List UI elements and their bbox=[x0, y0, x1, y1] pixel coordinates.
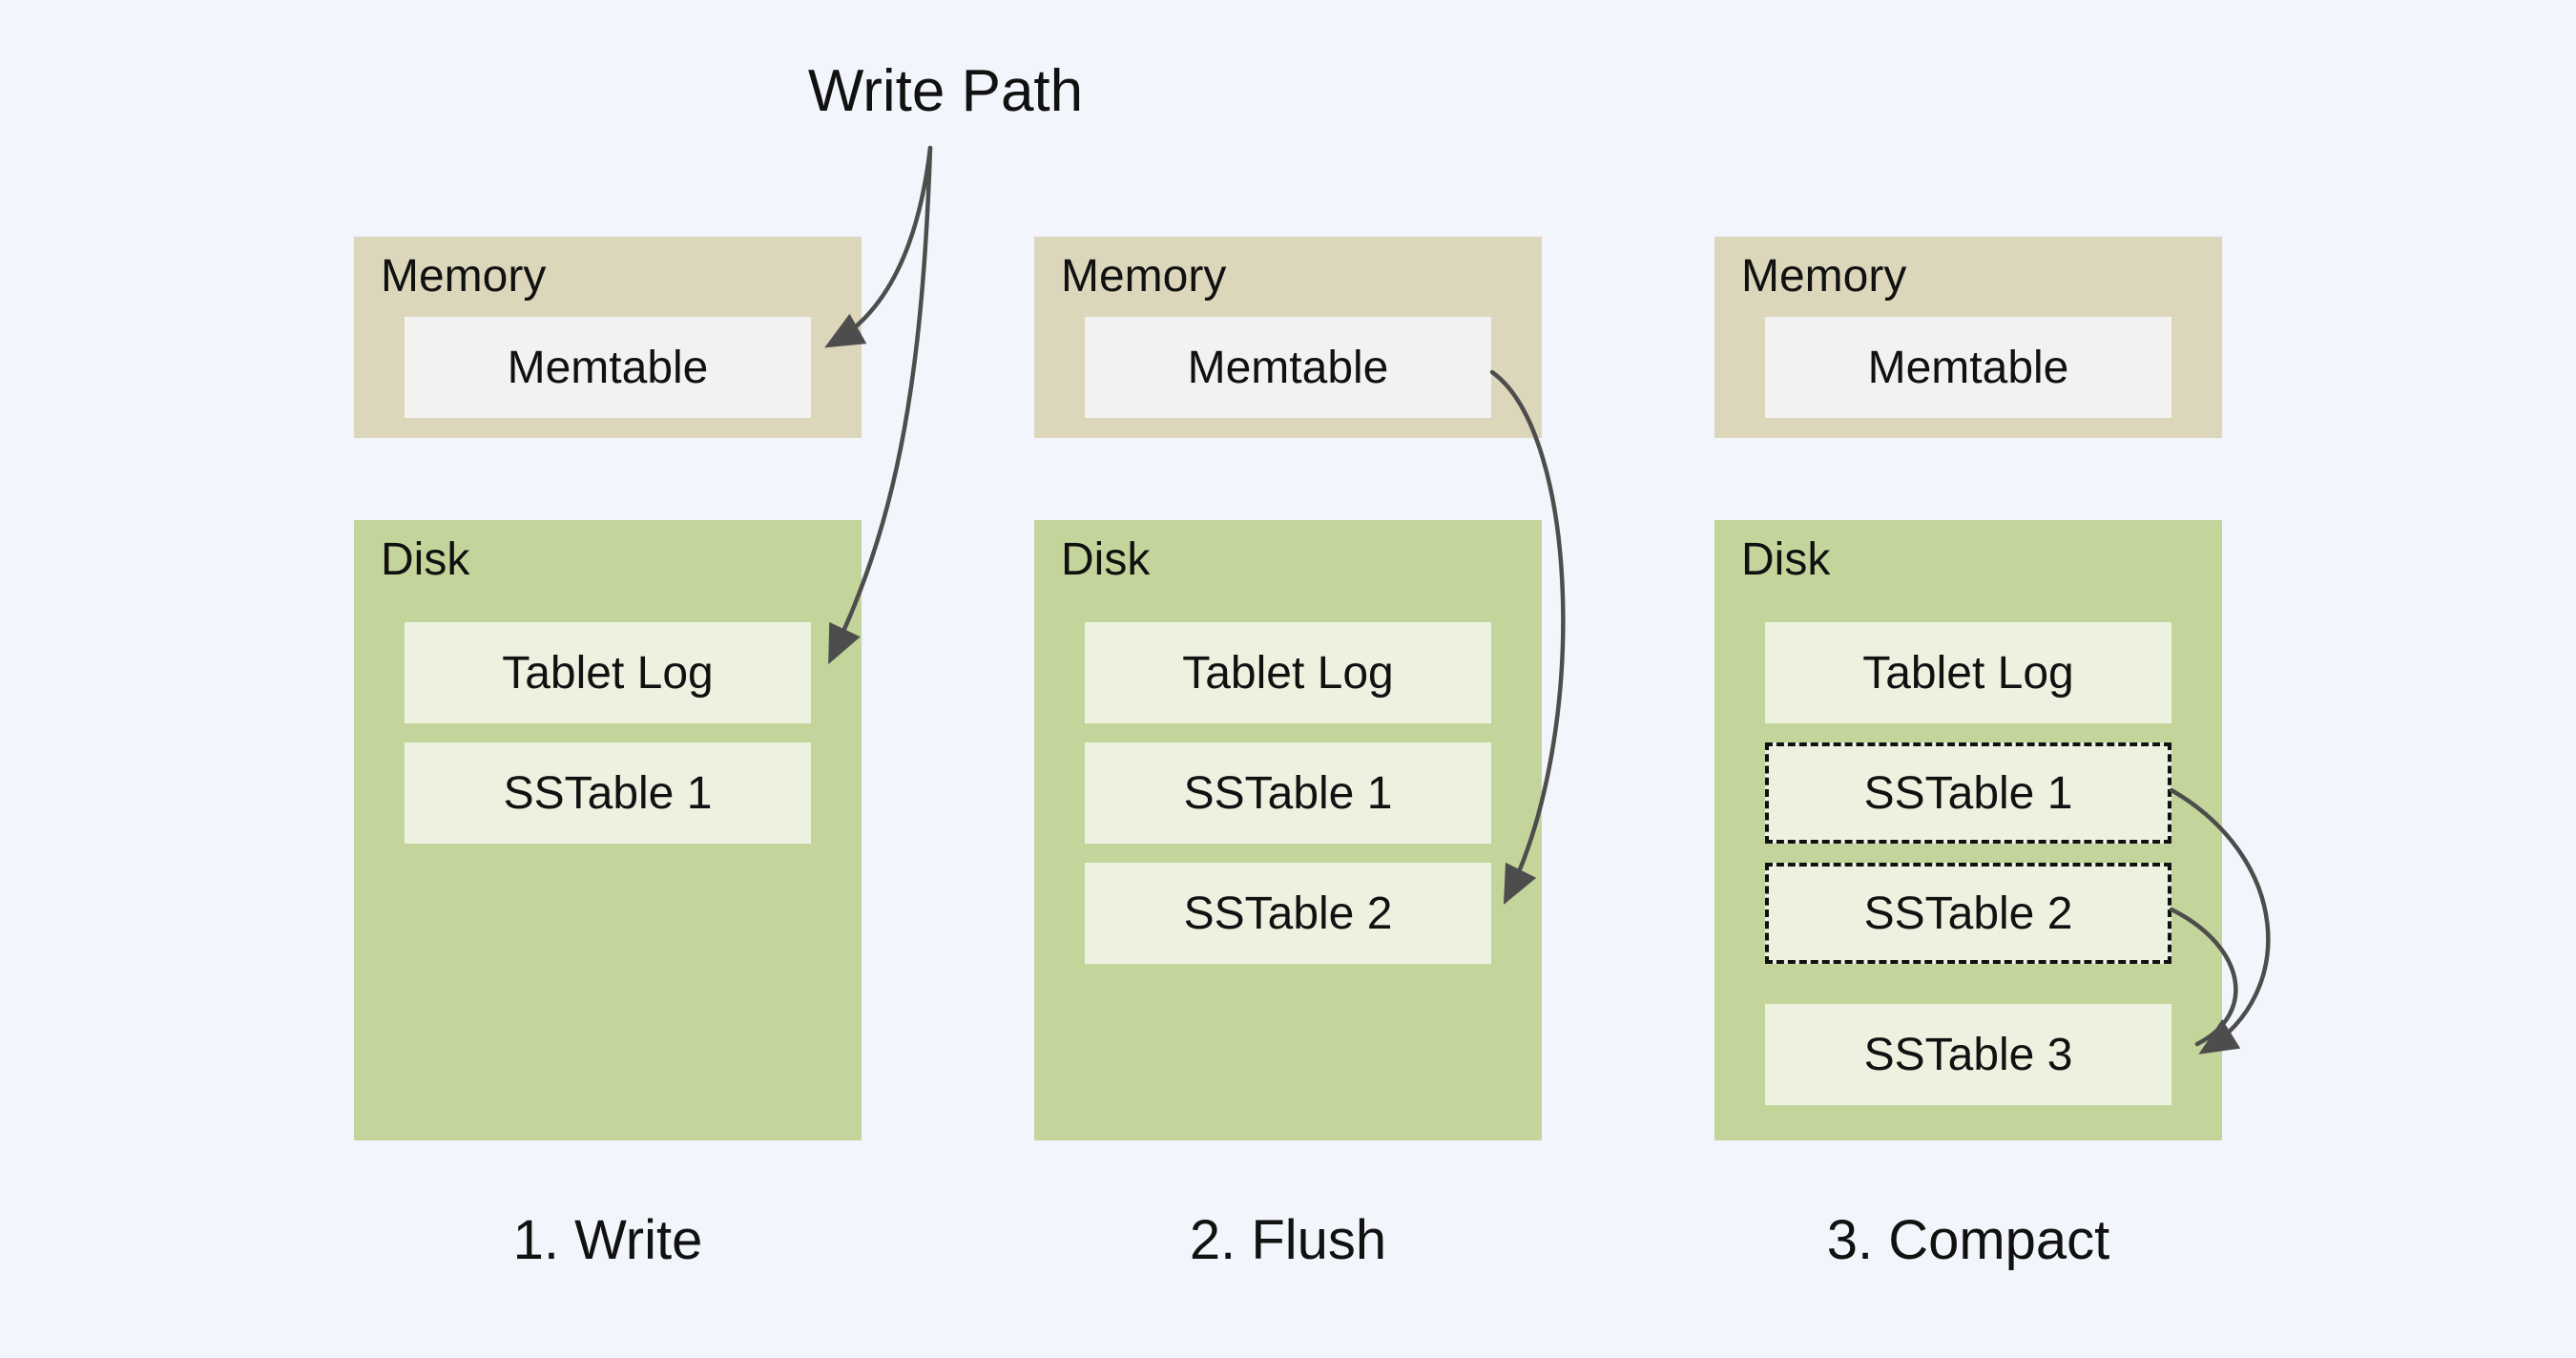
sstable-1-box: SSTable 1 bbox=[1085, 742, 1491, 844]
panel-write: Memory Memtable Disk Tablet Log SSTable … bbox=[354, 0, 862, 1358]
memtable-box: Memtable bbox=[1085, 317, 1491, 418]
diagram-title: Write Path bbox=[807, 58, 1084, 124]
disk-label: Disk bbox=[1061, 534, 1151, 585]
memory-items: Memtable bbox=[1085, 317, 1491, 418]
memory-box: Memory Memtable bbox=[354, 237, 862, 438]
disk-label: Disk bbox=[381, 534, 470, 585]
memory-label: Memory bbox=[1061, 251, 1227, 302]
tablet-log-box: Tablet Log bbox=[405, 622, 811, 723]
tablet-log-box: Tablet Log bbox=[1085, 622, 1491, 723]
disk-box: Disk Tablet Log SSTable 1 bbox=[354, 520, 862, 1140]
memtable-box: Memtable bbox=[1765, 317, 2171, 418]
sstable-3-box: SSTable 3 bbox=[1765, 1004, 2171, 1105]
disk-items: Tablet Log SSTable 1 SSTable 2 bbox=[1085, 622, 1491, 964]
sstable-2-box-dashed: SSTable 2 bbox=[1765, 863, 2171, 964]
tablet-log-box: Tablet Log bbox=[1765, 622, 2171, 723]
panel-flush: Memory Memtable Disk Tablet Log SSTable … bbox=[1034, 0, 1542, 1358]
disk-box: Disk Tablet Log SSTable 1 SSTable 2 SSTa… bbox=[1714, 520, 2222, 1140]
sstable-2-box: SSTable 2 bbox=[1085, 863, 1491, 964]
memtable-box: Memtable bbox=[405, 317, 811, 418]
sstable-1-box-dashed: SSTable 1 bbox=[1765, 742, 2171, 844]
disk-box: Disk Tablet Log SSTable 1 SSTable 2 bbox=[1034, 520, 1542, 1140]
step-caption: 3. Compact bbox=[1826, 1209, 2110, 1271]
memory-box: Memory Memtable bbox=[1714, 237, 2222, 438]
memory-items: Memtable bbox=[1765, 317, 2171, 418]
memory-label: Memory bbox=[381, 251, 547, 302]
disk-items: Tablet Log SSTable 1 bbox=[405, 622, 811, 844]
step-caption: 1. Write bbox=[512, 1209, 703, 1271]
panel-compact: Memory Memtable Disk Tablet Log SSTable … bbox=[1714, 0, 2222, 1358]
disk-items: Tablet Log SSTable 1 SSTable 2 SSTable 3 bbox=[1765, 622, 2171, 1105]
memory-items: Memtable bbox=[405, 317, 811, 418]
step-caption: 2. Flush bbox=[1189, 1209, 1387, 1271]
memory-label: Memory bbox=[1741, 251, 1907, 302]
sstable-1-box: SSTable 1 bbox=[405, 742, 811, 844]
memory-box: Memory Memtable bbox=[1034, 237, 1542, 438]
disk-label: Disk bbox=[1741, 534, 1831, 585]
